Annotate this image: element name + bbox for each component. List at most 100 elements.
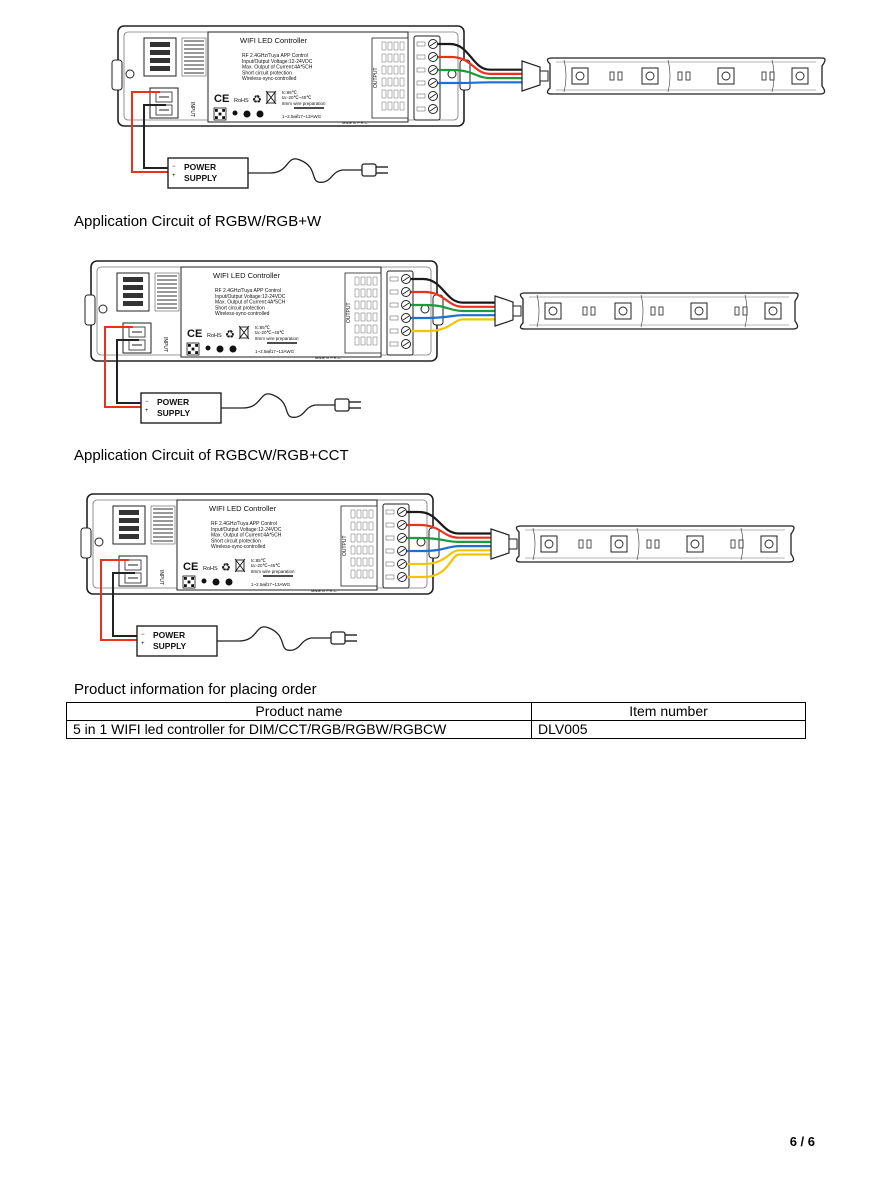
weee-cross-icon: [265, 90, 277, 105]
terminal-port-label: [389, 341, 399, 347]
terminal-port-label: [389, 315, 399, 321]
output-label-cell: [354, 324, 360, 334]
controller-spec-line: Wireless-sync-controlled: [211, 544, 266, 550]
terminal-screw-slot: [398, 548, 406, 554]
output-label-cell: [366, 312, 372, 322]
qr-code-module: [222, 109, 225, 112]
output-label-cell: [372, 336, 378, 346]
output-label-cell: [372, 324, 378, 334]
output-label-cell: [399, 101, 405, 111]
page-number: 6 / 6: [789, 1134, 815, 1149]
output-label-cell: [368, 521, 374, 531]
output-label-cell: [354, 288, 360, 298]
led-chip-lens: [548, 306, 558, 316]
weee-cross-icon: [238, 325, 250, 340]
power-wire-negative: [116, 339, 141, 404]
power-supply-plus: +: [172, 173, 176, 179]
power-supply-box: [140, 392, 222, 424]
resistor-icon: [646, 539, 652, 549]
dip-switch-icon: [123, 277, 143, 282]
terminal-screw-slot: [398, 535, 406, 541]
terminal-screw-slot: [398, 509, 406, 515]
android-icon: [212, 578, 220, 586]
output-label: OUTPUT: [346, 302, 352, 323]
output-label-cell: [387, 77, 393, 87]
android-icon: [243, 110, 251, 118]
output-label-cell: [368, 509, 374, 519]
controller-spec-line: Wireless-sync-controlled: [242, 76, 297, 82]
output-wire: [438, 42, 522, 71]
controller-spec-line: Max. Output of Current:4A*5CH: [242, 65, 313, 71]
output-label-cell: [381, 89, 387, 99]
ac-plug-icon: [361, 163, 377, 177]
power-supply-minus: −: [141, 632, 145, 638]
output-label-cell: [360, 336, 366, 346]
resistor-icon: [742, 306, 748, 316]
apple-icon: [256, 110, 264, 118]
ac-cable: [217, 626, 331, 651]
resistor-icon: [734, 306, 740, 316]
mount-ear-left: [111, 59, 123, 91]
terminal-port-label: [389, 328, 399, 334]
rohs-mark: RoHS: [203, 566, 218, 572]
terminal-screw-slot: [402, 341, 410, 347]
terminal-screw-slot: [429, 41, 437, 47]
output-label: OUTPUT: [373, 67, 379, 88]
qr-code-module: [195, 351, 198, 354]
microphone-icon: [232, 110, 238, 116]
output-wire: [411, 290, 495, 308]
mount-ear-right: [459, 59, 471, 91]
output-label-cell: [399, 65, 405, 75]
output-label-cell: [368, 569, 374, 579]
qr-code-module: [218, 112, 222, 116]
temp-ta: ta:-20℃~45℃: [251, 563, 281, 568]
order-table: Product name Item number 5 in 1 WIFI led…: [66, 702, 806, 739]
ac-cable: [248, 158, 362, 183]
dip-switch-icon: [123, 301, 143, 306]
output-label-cell: [399, 77, 405, 87]
caption-rgbcw: Application Circuit of RGBCW/RGB+CCT: [74, 447, 349, 464]
rohs-mark: RoHS: [234, 98, 249, 104]
output-wire: [407, 523, 491, 539]
power-wire-negative: [143, 104, 168, 169]
output-label-cell: [360, 312, 366, 322]
controller-spec-line: Input/Output Voltage:12-24VDC: [242, 59, 313, 65]
mount-ear-left: [80, 527, 92, 559]
microphone-icon: [201, 578, 207, 584]
power-wire-positive: [131, 91, 168, 173]
terminal-port-label: [385, 574, 395, 580]
terminal-screw-slot: [429, 67, 437, 73]
output-label-cell: [354, 300, 360, 310]
output-label-cell: [356, 521, 362, 531]
qr-code-module: [191, 577, 194, 580]
controller-spec-line: Short circuit protection: [215, 305, 265, 311]
dip-switch-icon: [150, 42, 170, 47]
resistor-icon: [609, 71, 615, 81]
wire-prep-text: 8mm wire preparation: [251, 569, 295, 574]
input-label: INPUT: [162, 337, 168, 352]
strip-connector-plug: [490, 528, 510, 560]
output-label-cell: [393, 77, 399, 87]
cut-line-icon: [563, 59, 567, 93]
awg-text: 1~2.5㎟17~13AWG: [251, 581, 291, 587]
origin-text: Made in P.R.C.: [315, 355, 342, 360]
output-wire: [411, 314, 495, 320]
output-label-cell: [350, 509, 356, 519]
output-label-cell: [356, 569, 362, 579]
output-label-cell: [356, 557, 362, 567]
terminal-port-label: [416, 41, 426, 47]
led-chip-icon: [717, 67, 735, 85]
weee-bin-icon: [235, 559, 245, 572]
controller-title: WIFI LED Controller: [240, 36, 308, 45]
resistor-icon: [650, 306, 656, 316]
dip-switch-icon: [119, 518, 139, 523]
controller-spec-line: Short circuit protection: [211, 538, 261, 544]
cut-line-icon: [636, 527, 640, 561]
terminal-screw-slot: [402, 315, 410, 321]
power-wire-positive: [100, 559, 137, 641]
origin-text: Made in P.R.C.: [342, 120, 369, 125]
apple-icon: [229, 345, 237, 353]
led-chip-icon: [544, 302, 562, 320]
